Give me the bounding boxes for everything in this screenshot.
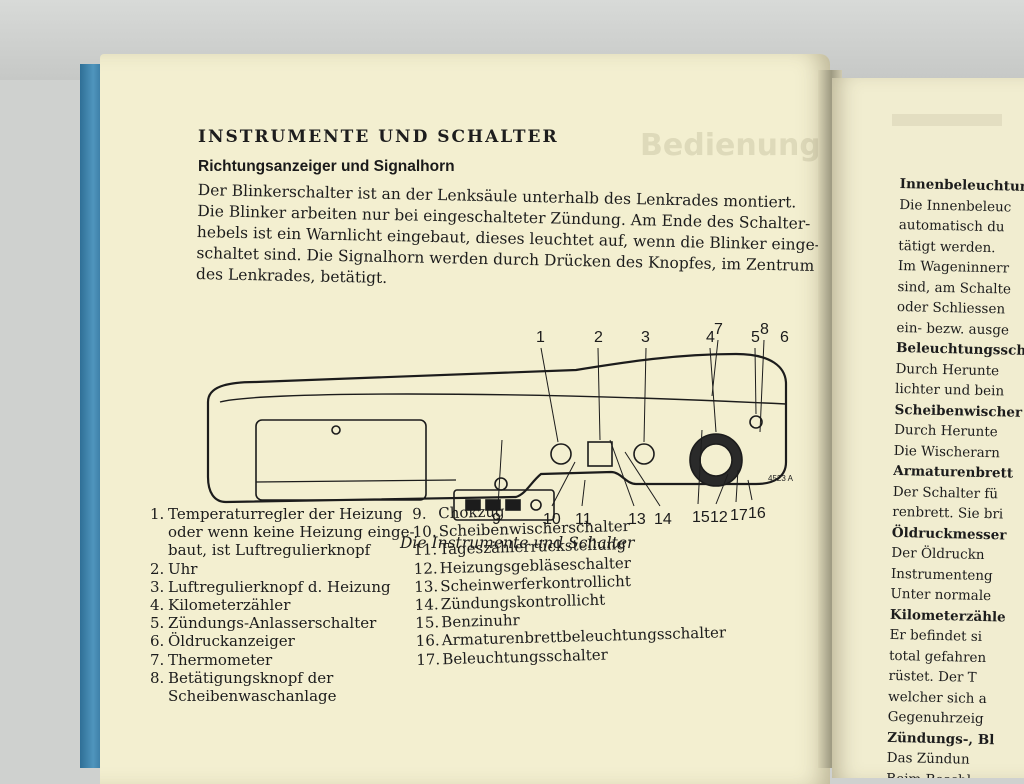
callout-9: 9 — [492, 511, 501, 528]
legend-number: 17. — [416, 649, 441, 669]
callout-15: 15 — [692, 509, 710, 526]
legend-number: 15. — [415, 613, 440, 633]
legend-text: baut, ist Luftregulierknopf — [168, 541, 371, 560]
legend-item: 7.Thermometer — [150, 651, 410, 669]
book-spine — [80, 64, 102, 768]
legend-item: 5.Zündungs-Anlasserschalter — [150, 614, 410, 632]
legend-number: 3. — [150, 577, 165, 596]
callout-14: 14 — [654, 511, 672, 528]
legend-number: 14. — [414, 595, 439, 614]
legend-text: Temperaturregler der Heizung — [168, 505, 403, 523]
legend-text: Betätigungsknopf der — [168, 668, 334, 687]
glovebox — [255, 419, 427, 501]
callout-labels: 1 2 3 4 5 6 — [536, 329, 789, 346]
switch-panel — [453, 477, 555, 521]
legend-item: 2.Uhr — [150, 560, 410, 578]
legend-text: Thermometer — [168, 650, 273, 669]
legend-number: 13. — [414, 577, 439, 596]
heater-knob — [550, 443, 572, 465]
legend-number: 16. — [415, 631, 440, 651]
legend-item: 3.Luftregulierknopf d. Heizung — [150, 578, 410, 596]
dashboard-outline — [206, 352, 788, 504]
callout-16: 16 — [748, 505, 766, 522]
legend-text: Uhr — [168, 559, 198, 578]
section-heading: INSTRUMENTE UND SCHALTER — [198, 127, 559, 147]
callout-8: 8 — [760, 321, 769, 338]
legend-number: 9. — [412, 504, 427, 523]
callout-11: 11 — [575, 511, 592, 528]
callout-17: 17 — [730, 507, 748, 524]
legend-item: 4.Kilometerzähler — [150, 596, 410, 614]
left-page: Bedienung INSTRUMENTE UND SCHALTER Richt… — [100, 54, 830, 784]
legend-number: 4. — [150, 596, 165, 615]
legend-text: Öldruckanzeiger — [168, 632, 295, 651]
gauges — [550, 415, 763, 487]
callout-12: 12 — [710, 509, 728, 526]
legend-number: 1. — [150, 505, 165, 523]
legend-number: 10. — [412, 522, 437, 542]
legend-text: Scheibenwaschanlage — [168, 687, 337, 706]
diagram-ref-code: 4523 A — [768, 474, 794, 483]
callout-4: 4 — [706, 329, 715, 346]
legend-text: Kilometerzähler — [168, 596, 291, 615]
air-knob — [633, 443, 655, 465]
ignition-switch — [749, 415, 763, 429]
legend-number: 11. — [413, 540, 438, 560]
legend-number: 7. — [150, 650, 165, 669]
dashboard-diagram: 1 2 3 4 5 6 — [206, 329, 789, 521]
legend-number: 6. — [150, 632, 165, 651]
callout-3: 3 — [641, 329, 650, 346]
callout-7: 7 — [714, 321, 723, 338]
legend-text: Zündungs-Anlasserschalter — [168, 614, 377, 633]
diagram-overlay: 7 8 9 10 11 13 14 15 12 17 16 4523 A — [492, 321, 794, 528]
bleed-through-text: Bedienung — [640, 128, 821, 163]
callout-1: 1 — [536, 329, 545, 346]
callout-2: 2 — [594, 329, 603, 346]
clock — [587, 441, 613, 467]
bleed-through-mark — [892, 114, 1002, 126]
legend-number: 5. — [150, 614, 165, 633]
legend-text: Luftregulierknopf d. Heizung — [168, 577, 391, 596]
legend-number: 2. — [150, 559, 165, 578]
callout-10: 10 — [543, 511, 561, 528]
legend-item: 6.Öldruckanzeiger — [150, 632, 410, 650]
legend-number: 12. — [413, 558, 438, 578]
subsection-heading: Richtungsanzeiger und Signalhorn — [198, 158, 455, 175]
callout-6: 6 — [780, 329, 789, 346]
legend-text: oder wenn keine Heizung einge- — [168, 523, 415, 542]
legend-number: 8. — [150, 668, 165, 687]
figure-caption: Die Instrumente und Schalter — [400, 534, 635, 552]
callout-5: 5 — [751, 329, 760, 346]
callout-13: 13 — [628, 511, 646, 528]
